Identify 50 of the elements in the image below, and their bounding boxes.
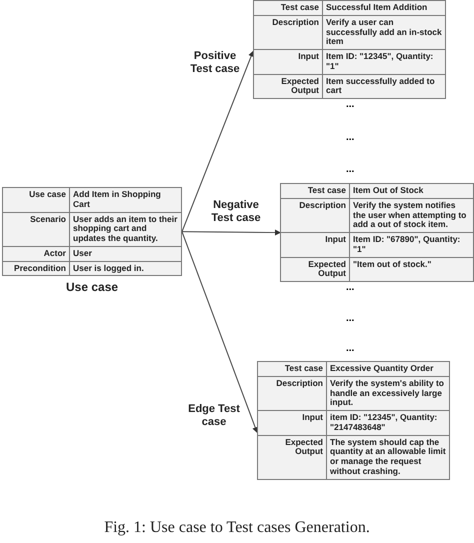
field-value: "Item out of stock." [353,258,432,269]
ellipsis: ... [346,132,354,143]
field-value: Add Item in Shopping Cart [73,189,161,209]
table [280,183,474,282]
field-value: item ID: "12345", Quantity: "2147483648" [330,412,438,432]
field-label: Use case [29,189,66,199]
field-label: Precondition [14,262,66,273]
table [253,0,446,100]
field-value: Item ID: "67890", Quantity: "1" [353,234,460,254]
ellipsis: ... [346,314,354,324]
edge-label: Negative Test case [210,199,262,226]
field-value: Verify the system notifies the user when attempting to add a out of stock item. [353,200,466,230]
field-value: Excessive Quantity Order [330,363,434,373]
field-label: Description [272,16,319,27]
field-label: Input [325,234,346,244]
edge-label: Positive Test case [189,50,241,76]
ellipsis: ... [346,283,354,294]
field-label: Expected Output [285,436,323,456]
field-value: The system should cap the quantity at an allowable limit or manage the request without crashing. [330,436,446,476]
field-label: Actor [44,248,66,258]
field-value: Item Out of Stock [353,185,424,195]
field-label: Test case [280,2,319,12]
edge-label: Edge Test case [187,403,241,430]
field-label: Input [302,412,323,422]
field-value: Verify the system's ability to handle an excessively large input. [330,378,444,408]
arrow [182,50,254,232]
field-label: Expected Output [281,76,319,96]
field-value: User [73,248,92,258]
field-label: Test case [284,363,323,373]
field-value: Verify a user can successfully add an in-stock item [326,16,442,46]
figure-caption: Fig. 1: Use case to Test cases Generation. [103,519,371,537]
ellipsis: ... [346,344,354,354]
field-value: User adds an item to their shopping cart and updates the quantity. [73,214,178,244]
field-label: Input [298,51,319,62]
field-value: User is logged in. [73,262,144,273]
field-label: Description [299,200,346,210]
arrow [182,231,258,434]
field-value: Item successfully added to cart [326,76,435,96]
field-label: Expected Output [308,258,346,278]
field-label: Description [276,378,323,388]
field-value: Item ID: "12345", Quantity: "1" [326,51,434,71]
table-caption: Use case [66,280,118,295]
table [257,361,450,480]
field-label: Test case [308,185,346,195]
ellipsis: ... [346,100,354,110]
arrow [182,230,281,236]
table [2,187,182,276]
ellipsis: ... [346,165,354,176]
field-value: Successful Item Addition [326,2,428,12]
field-label: Scenario [30,214,66,224]
